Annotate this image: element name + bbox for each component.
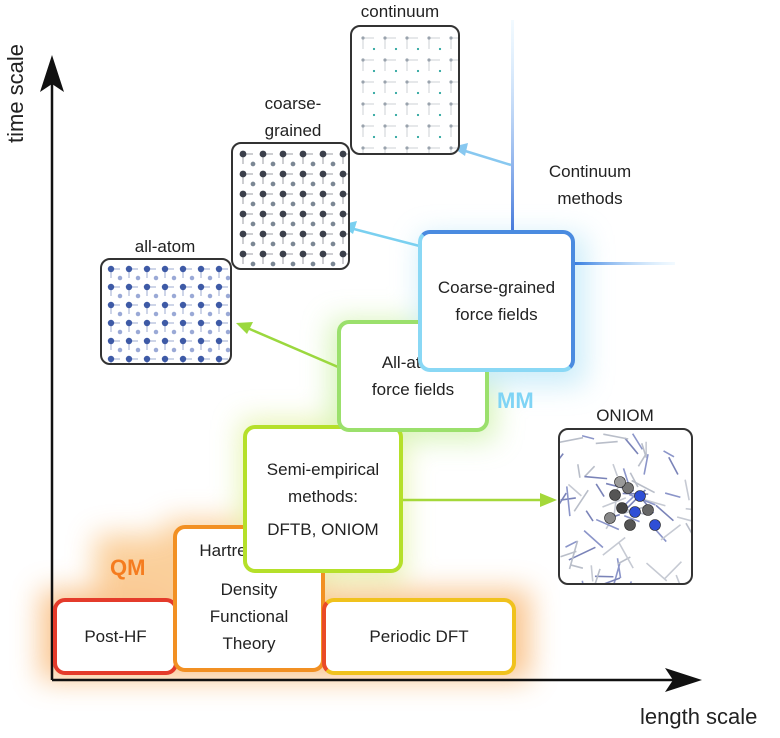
coarse-grained-structure-image — [239, 150, 348, 267]
oniom-thumbnail — [558, 428, 693, 585]
dft-line1: Density — [220, 580, 278, 599]
all-atom-thumbnail — [100, 258, 232, 365]
post-hf-box: Post-HF — [53, 598, 178, 675]
oniom-label: ONIOM — [596, 406, 654, 425]
coarse-line2: grained — [264, 121, 322, 140]
semi-empirical-box: Semi-empirical methods: DFTB, ONIOM — [243, 425, 403, 573]
cg-line1: Coarse-grained — [437, 278, 556, 297]
continuum-thumbnail — [350, 25, 460, 155]
semi-line2: methods: — [288, 486, 358, 506]
continuum-structure-image — [361, 36, 458, 153]
cg-line2: force fields — [455, 305, 538, 324]
coarse-grained-box: Coarse-grained force fields — [418, 230, 575, 372]
all-atom-structure-image — [107, 265, 230, 363]
arrow-allatom — [244, 325, 346, 372]
periodic-dft-box: Periodic DFT — [322, 598, 516, 675]
coarse-grained-label: coarse- grained — [238, 90, 348, 144]
continuum-vertical-line — [511, 20, 514, 240]
arrow-continuum — [461, 148, 512, 167]
continuum-methods-label: Continuum methods — [530, 158, 650, 212]
dft-line2: Functional — [209, 607, 289, 626]
dft-line3: Theory — [222, 634, 276, 653]
coarse-grained-thumbnail — [231, 142, 350, 270]
post-hf-label: Post-HF — [84, 627, 147, 646]
y-axis-label: time scale — [3, 43, 28, 143]
all-atom-label: all-atom — [134, 237, 196, 256]
qm-tag: QM — [110, 555, 146, 580]
coarse-line1: coarse- — [264, 94, 322, 113]
allatom-line2: force fields — [371, 380, 455, 399]
continuum-horizontal-line — [575, 262, 675, 265]
semi-line3: DFTB, ONIOM — [267, 519, 379, 539]
mm-tag: MM — [497, 388, 534, 413]
continuum-label: continuum — [360, 2, 440, 21]
continuum-methods-line1: Continuum — [548, 162, 632, 181]
x-axis-arrow — [665, 668, 702, 692]
continuum-methods-line2: methods — [557, 189, 623, 208]
x-axis-label: length scale — [640, 704, 758, 729]
y-axis-arrow — [40, 55, 64, 92]
semi-line1: Semi-empirical — [266, 459, 380, 479]
oniom-structure-image — [560, 433, 691, 583]
periodic-dft-label: Periodic DFT — [369, 627, 469, 646]
